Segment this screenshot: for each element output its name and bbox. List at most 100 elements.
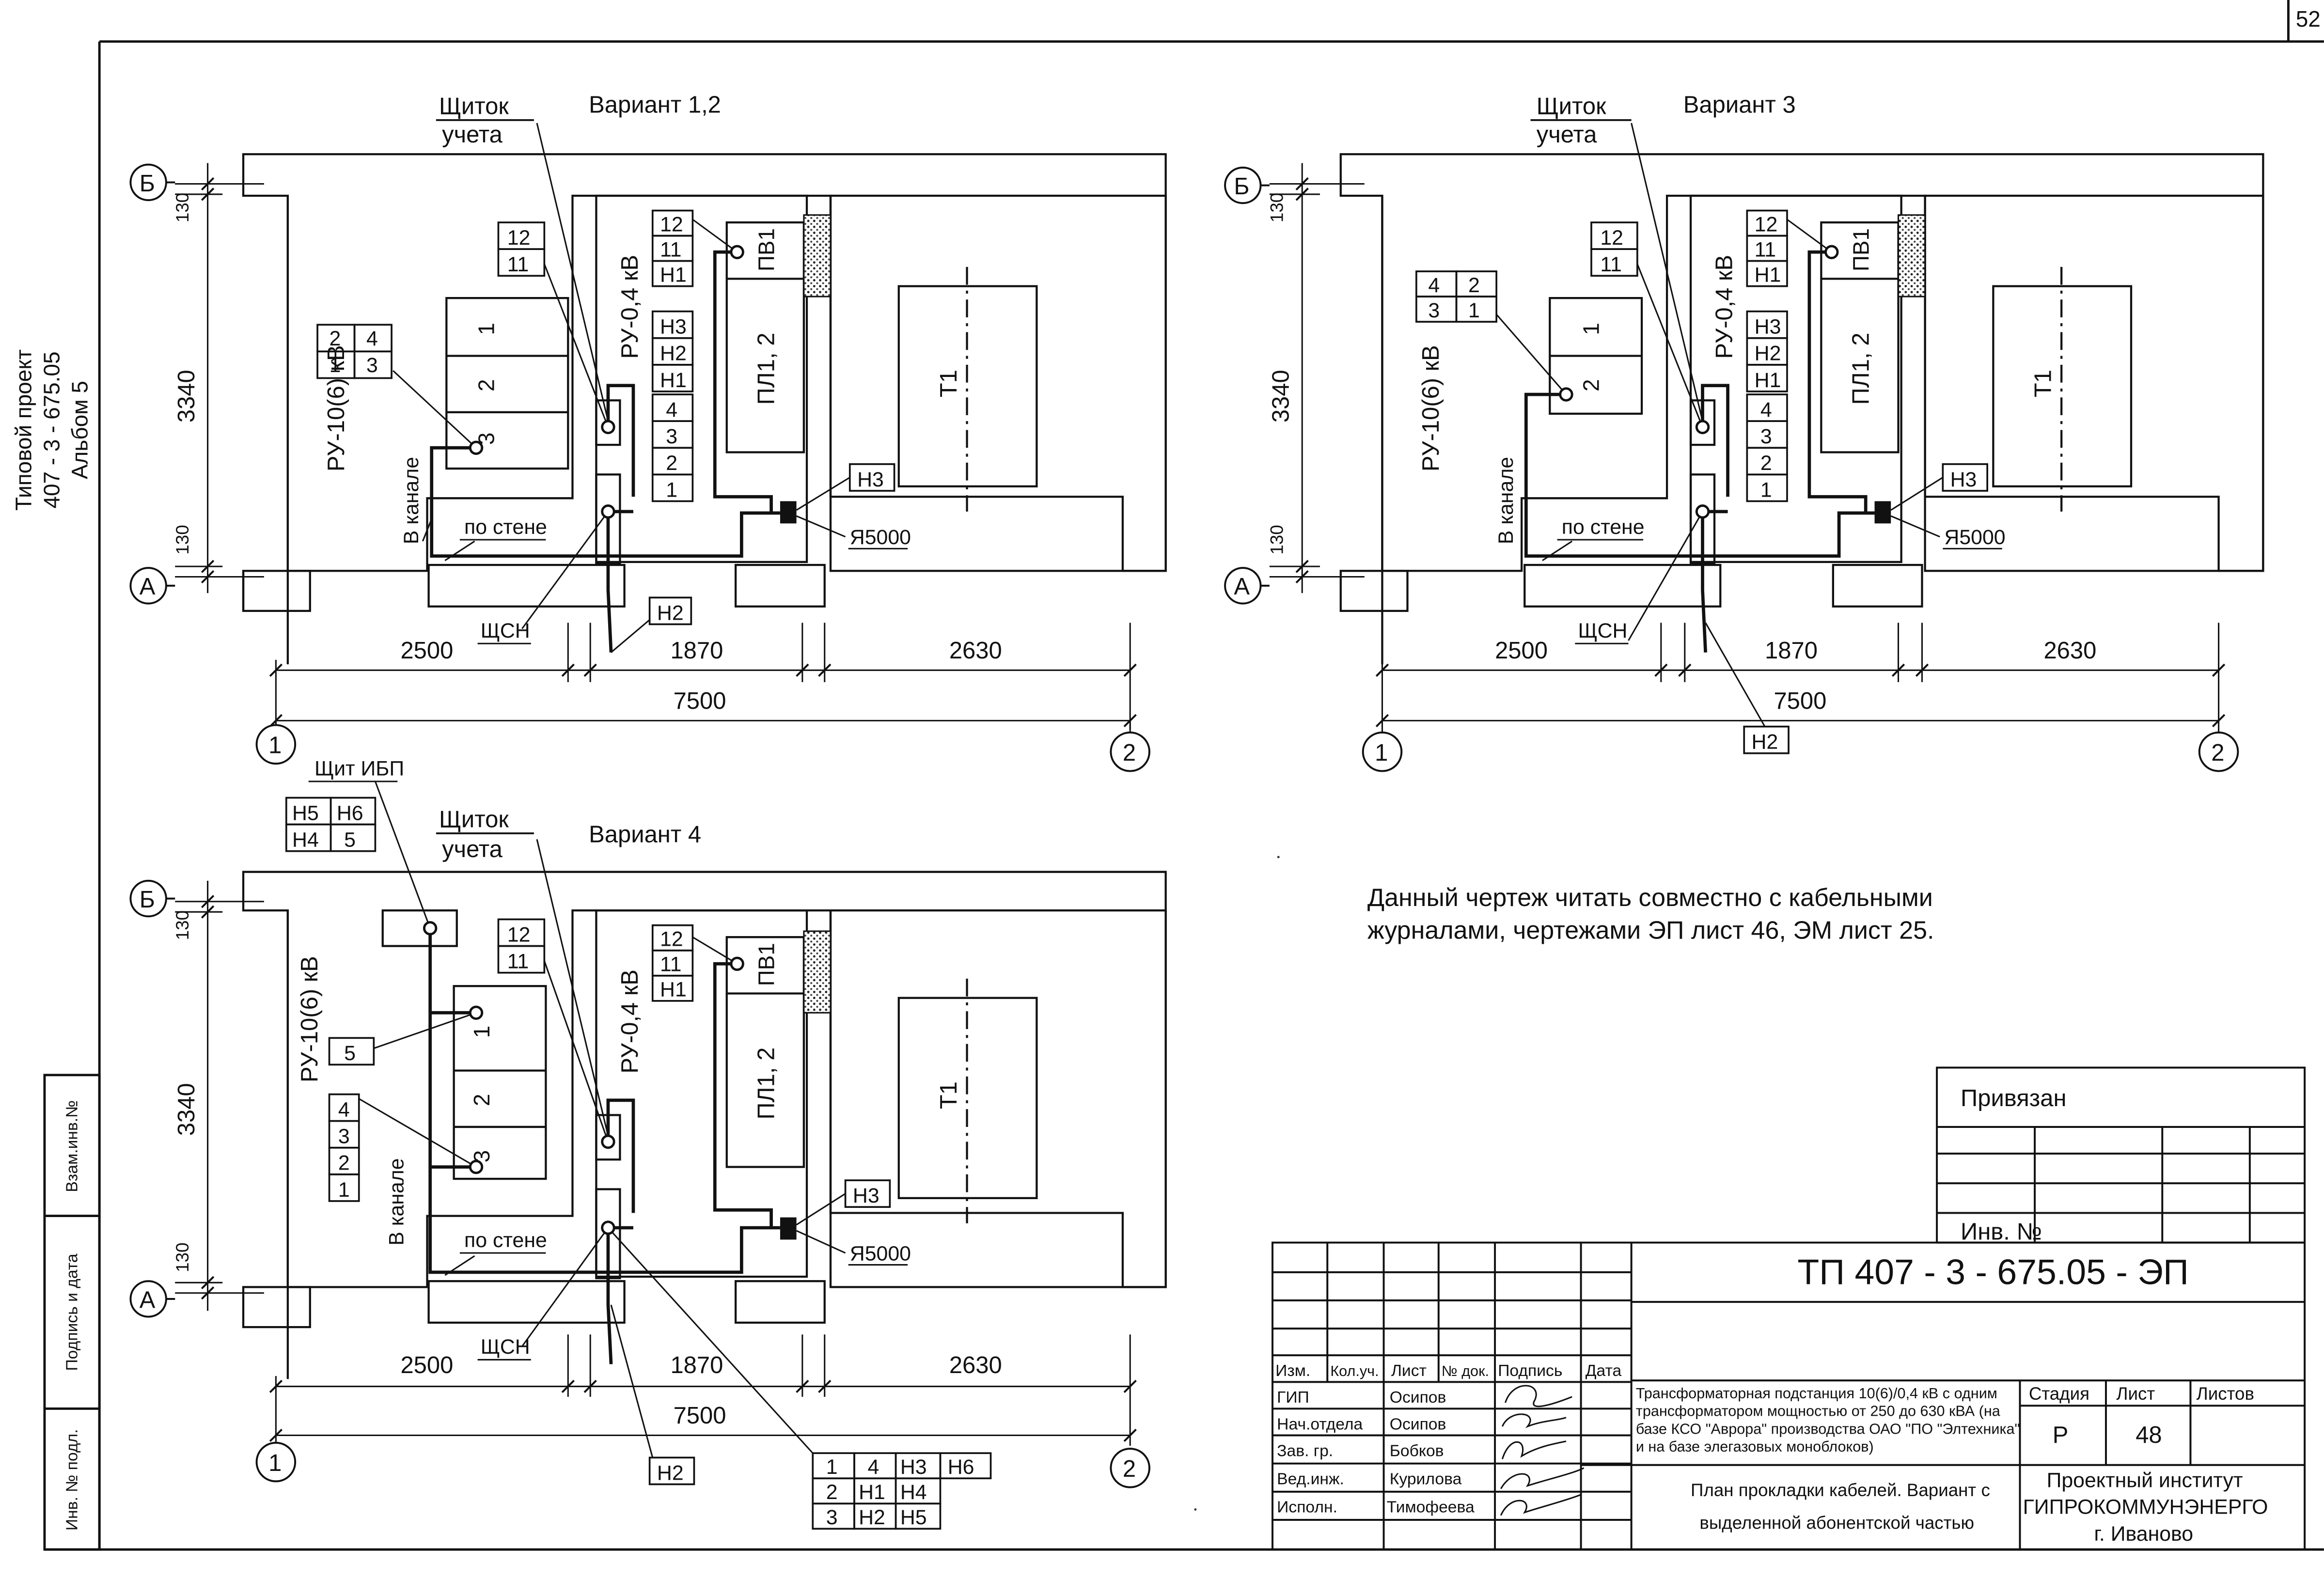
tag-11: 11 [660,953,681,976]
drawing-code: ТП 407 - 3 - 675.05 - ЭП [1797,1252,2188,1292]
shchsn-label: ЩСН [1578,619,1627,642]
hv-table-cell: 4 [1428,274,1440,297]
tag-h1: Н1 [660,369,687,392]
sheet-title-1: План прокладки кабелей. Вариант с [1691,1480,1990,1500]
tb-description: трансформатором мощностью от 250 до 630 … [1636,1403,2001,1420]
on-wall-label: по стене [1562,516,1645,539]
tag-12: 12 [507,923,531,946]
dim-130: 130 [1267,193,1287,222]
dim-2500: 2500 [400,1352,453,1378]
dim-7500: 7500 [674,688,726,714]
dim-130: 130 [173,193,192,222]
axis-1-label: 1 [268,1450,282,1476]
side-stamp-line1: Типовой проект [11,349,36,511]
dim-7500: 7500 [1774,688,1826,714]
tb-header: Дата [1586,1362,1622,1380]
stage-value: Р [2053,1422,2069,1448]
dim-1870: 1870 [1765,638,1818,664]
pl-label: ПЛ1, 2 [1848,333,1874,405]
side-stamp: Типовой проект 407 - 3 - 675.05 Альбом 5 [11,349,92,511]
hv-table-cell: 4 [366,327,378,350]
axis-b-label: Б [1234,173,1249,200]
bottom-table-cell: 4 [867,1455,879,1479]
hv-table-cell: 2 [1468,274,1480,297]
dim-2500: 2500 [400,638,453,664]
axis-2-label: 2 [1123,1456,1136,1482]
tag-3: 3 [666,425,677,448]
dim-130: 130 [173,525,192,554]
tb-role: Нач.отдела [1277,1415,1363,1433]
ru-10kv-label: РУ-10(6) кВ [297,956,323,1082]
dim-3340: 3340 [173,1083,200,1136]
signatures [1500,1385,1585,1516]
tb-header: № док. [1442,1363,1489,1379]
hv-table-cell: 3 [366,354,378,377]
meter-label: Щиток [1537,94,1606,120]
tag-h3: Н3 [1755,315,1781,339]
axis-1-label: 1 [268,733,282,759]
dim-1870: 1870 [670,1352,723,1378]
hv-table-cell: 2 [330,327,341,350]
side-stamp-line2: 407 - 3 - 675.05 [39,352,64,509]
tag-11: 11 [1600,253,1621,276]
sheet-value: 48 [2136,1422,2162,1448]
tb-header: Кол.уч. [1330,1363,1379,1379]
variant-3-title: Вариант 3 [1683,92,1796,118]
dim-130: 130 [1267,525,1287,554]
note-line-1: Данный чертеж читать совместно с кабельн… [1367,884,1933,912]
ru-04kv-label: РУ-0,4 кВ [617,255,643,359]
ups-table-cell: Н4 [292,828,319,852]
stage-label: Стадия [2029,1384,2089,1404]
ya5000-label: Я5000 [1944,526,2005,549]
tag-h2: Н2 [657,1461,684,1485]
tb-name: Тимофеева [1387,1499,1475,1516]
axis-a-label: А [140,574,156,600]
sheet-label: Лист [2116,1384,2155,1404]
hv-table-cell: 1 [330,354,341,377]
stack-cell: 3 [338,1125,350,1148]
tb-description: и на базе элегазовых моноблоков) [1636,1438,1874,1455]
t1-label: Т1 [936,370,962,397]
margin-signature-date: Подпись и дата [63,1253,81,1371]
tag-h3: Н3 [660,315,687,339]
stack-cell: 2 [338,1152,350,1175]
sheet-title-2: выделенной абонентской частью [1699,1513,1974,1532]
tb-description: Трансформаторная подстанция 10(6)/0,4 кВ… [1636,1385,1997,1402]
tag-12: 12 [1600,226,1623,250]
tag-2: 2 [666,452,677,475]
variant-4-title: Вариант 4 [589,821,701,847]
ru-10kv-label: РУ-10(6) кВ [1418,345,1444,471]
tag-h1: Н1 [1755,263,1781,286]
stack-cell: 1 [338,1178,350,1202]
shchsn-label: ЩСН [481,619,530,642]
axis-2-label: 2 [2211,740,2224,766]
meter-label: Щиток [439,807,509,833]
cell-1-label: 1 [1578,323,1603,335]
tag-1: 1 [1760,478,1772,501]
axis-b-label: Б [140,171,155,197]
tag-12: 12 [660,213,683,236]
tag-11: 11 [507,253,529,276]
meter-label: учета [442,122,502,148]
variant-3-plan: Вариант 3 Щиток учета РУ-10(6) кВ РУ-0,4… [1224,92,2264,772]
tag-h1: Н1 [1755,369,1781,392]
tb-name: Курилова [1390,1470,1462,1488]
tb-name: Осипов [1390,1415,1446,1433]
stack-cell: 4 [338,1098,350,1122]
tag-12: 12 [660,928,683,951]
dim-2630: 2630 [2043,638,2096,664]
tag-h2: Н2 [1752,731,1778,754]
tag-h3: Н3 [853,1184,879,1207]
in-channel-label: В канале [400,457,423,544]
tag-h2: Н2 [1755,342,1781,365]
cell-1-label: 1 [469,1026,494,1038]
dim-1870: 1870 [670,638,723,664]
tag-2: 2 [1760,452,1772,475]
meter-label: учета [1537,122,1597,148]
sheet-frame [43,0,2324,1551]
ups-panel-label: Щит ИБП [314,757,404,781]
on-wall-label: по стене [464,516,547,539]
pv-label: ПВ1 [754,943,779,986]
variant-1-2-plan: Вариант 1,2 Щиток учета РУ-10(6) кВ РУ-0… [129,92,1167,772]
